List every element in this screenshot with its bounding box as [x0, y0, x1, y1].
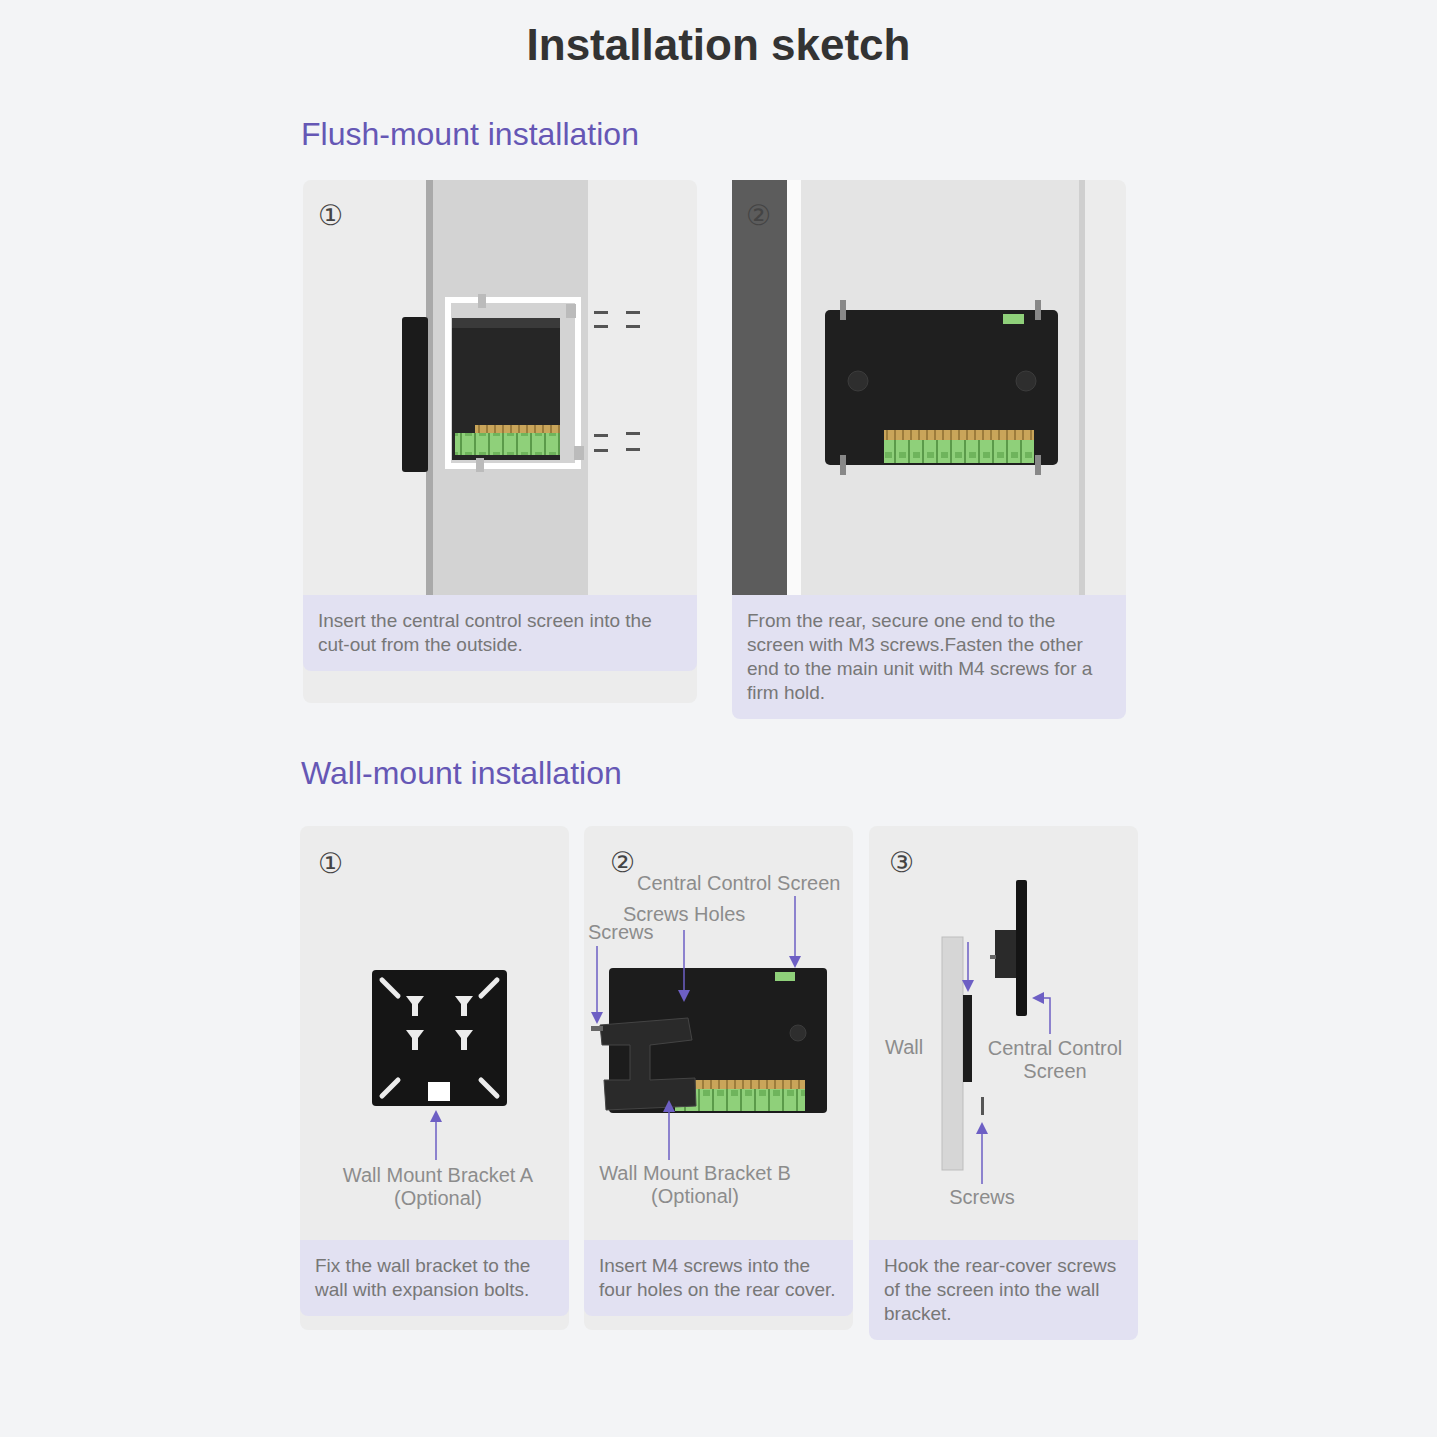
drawing-part: [801, 180, 1079, 595]
drawing-part: [840, 455, 846, 475]
drawing-part: [402, 317, 428, 472]
drawing-part: [382, 980, 497, 1096]
page-title: Installation sketch: [0, 20, 1437, 70]
section-heading: Flush-mount installation: [301, 114, 1001, 154]
step-caption: Insert M4 screws into the four holes on …: [584, 1240, 853, 1316]
drawing-part: [981, 1128, 983, 1184]
drawing-part: [1079, 180, 1085, 595]
part-label: Wall Mount Bracket A (Optional): [330, 1164, 546, 1210]
drawing-part: [594, 434, 608, 437]
drawing-part: [435, 1116, 437, 1160]
wall-bracket-a: [372, 970, 507, 1160]
drawing-part: [481, 1080, 497, 1096]
drawing-part: [478, 294, 486, 308]
drawing-part: [372, 970, 507, 1106]
drawing-part: [455, 996, 473, 1016]
drawing-part: [626, 311, 640, 314]
drawing-part: [574, 446, 584, 460]
drawing-part: [794, 896, 796, 962]
drawing-part: [775, 972, 795, 981]
step-panel: Insert the central control screen into t…: [303, 180, 697, 671]
drawing-part: [840, 300, 846, 320]
drawing-part: [967, 942, 969, 986]
drawing-part: [990, 955, 996, 959]
drawing-part: [452, 318, 560, 460]
flush-step-2: [732, 180, 1085, 595]
step-panel: Hook the rear-cover screws of the screen…: [869, 826, 1138, 1340]
drawing-part: [406, 1030, 424, 1050]
flush-step-1: [402, 180, 640, 595]
drawing-part: [594, 449, 608, 452]
part-label: Central Control Screen: [637, 872, 849, 895]
drawing-part: [1035, 300, 1041, 320]
drawing-part: [981, 1097, 984, 1115]
drawing-part: [594, 325, 608, 328]
part-label: Screws: [932, 1186, 1032, 1209]
step-caption: Fix the wall bracket to the wall with ex…: [300, 1240, 569, 1316]
drawing-part: [584, 826, 853, 1330]
drawing-part: [475, 425, 560, 433]
callout-number: ①: [318, 198, 358, 234]
step-panel: Fix the wall bracket to the wall with ex…: [300, 826, 569, 1316]
drawing-part: [840, 300, 1041, 475]
drawing-part: [963, 995, 972, 1082]
drawing-part: [626, 432, 640, 435]
drawing-part: [1016, 880, 1027, 1016]
step-panel: From the rear, secure one end to the scr…: [732, 180, 1126, 719]
drawing-part: [600, 1018, 696, 1110]
part-label: Wall Mount Bracket B (Optional): [587, 1162, 803, 1208]
section-heading: Wall-mount installation: [301, 753, 1001, 793]
drawing-part: [848, 371, 868, 391]
drawing-part: [626, 448, 640, 451]
drawing-part: [452, 318, 560, 328]
drawing-part: [626, 325, 640, 328]
drawing-part: [591, 1026, 603, 1031]
drawing-part: [382, 980, 398, 996]
part-label: Wall: [885, 1036, 935, 1059]
drawing-part: [406, 996, 424, 1016]
drawing-part: [426, 180, 588, 595]
drawing-part: [1035, 455, 1041, 475]
part-label: Central Control Screen: [980, 1037, 1130, 1083]
drawing-part: [596, 946, 598, 1018]
drawing-part: [476, 458, 484, 472]
part-label: Screws: [588, 921, 678, 944]
drawing-part: [303, 180, 697, 703]
drawing-part: [884, 440, 1034, 463]
drawing-part: [732, 180, 787, 595]
drawing-part: [884, 430, 1034, 440]
drawing-part: [1003, 314, 1024, 324]
drawing-part: [995, 930, 1016, 978]
wall-side-view: [942, 880, 1050, 1184]
drawing-part: [300, 826, 569, 1330]
drawing-part: [790, 1025, 806, 1041]
drawing-part: [481, 980, 497, 996]
drawing-part: [942, 937, 963, 1170]
drawing-part: [428, 1082, 450, 1101]
step-caption: From the rear, secure one end to the scr…: [732, 595, 1126, 719]
step-caption: Insert the central control screen into t…: [303, 595, 697, 671]
callout-number: ②: [746, 198, 786, 234]
callout-number: ①: [318, 846, 358, 882]
step-panel: Insert M4 screws into the four holes on …: [584, 826, 853, 1316]
drawing-part: [1016, 371, 1036, 391]
drawing-part: [448, 300, 578, 466]
drawing-part: [594, 311, 640, 452]
drawing-part: [594, 311, 608, 314]
drawing-part: [683, 930, 685, 996]
step-caption: Hook the rear-cover screws of the screen…: [869, 1240, 1138, 1340]
drawing-part: [382, 1080, 398, 1096]
drawing-part: [668, 1106, 670, 1160]
drawing-part: [1038, 998, 1050, 1034]
callout-number: ③: [889, 845, 929, 881]
drawing-part: [455, 433, 560, 455]
drawing-part: [787, 180, 801, 595]
drawing-part: [455, 1030, 473, 1050]
drawing-part: [566, 304, 576, 318]
drawing-part: [406, 996, 473, 1050]
drawing-part: [825, 310, 1058, 465]
